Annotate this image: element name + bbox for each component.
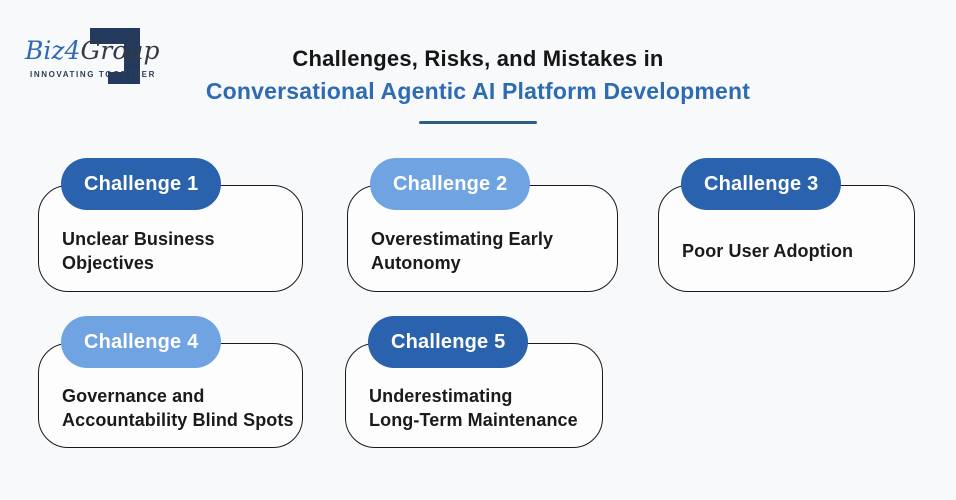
brand-name-dark: Group bbox=[80, 36, 160, 65]
challenge-1-badge: Challenge 1 bbox=[61, 158, 222, 210]
title-line-2: Conversational Agentic AI Platform Devel… bbox=[205, 78, 751, 104]
brand-logo: Biz4Group INNOVATING TOGETHER bbox=[20, 12, 170, 90]
challenge-card-5: Challenge 5 Underestimating Long-Term Ma… bbox=[345, 316, 603, 448]
page-title: Challenges, Risks, and Mistakes in Conve… bbox=[0, 46, 956, 124]
title-line-1: Challenges, Risks, and Mistakes in bbox=[292, 46, 664, 71]
brand-name: Biz4Group bbox=[25, 38, 160, 63]
challenge-2-badge: Challenge 2 bbox=[370, 158, 531, 210]
brand-tagline: INNOVATING TOGETHER bbox=[30, 70, 156, 79]
challenge-3-label: Poor User Adoption bbox=[682, 240, 854, 261]
challenge-1-label: Unclear Business Objectives bbox=[62, 229, 215, 273]
challenge-5-badge: Challenge 5 bbox=[368, 316, 529, 368]
logo-bracket-icon bbox=[124, 28, 140, 84]
brand-name-blue: Biz4 bbox=[25, 36, 81, 65]
challenge-card-1: Challenge 1 Unclear Business Objectives bbox=[38, 158, 303, 292]
challenge-5-label: Underestimating Long-Term Maintenance bbox=[369, 386, 578, 430]
challenge-card-3: Challenge 3 Poor User Adoption bbox=[658, 158, 915, 292]
challenge-card-2: Challenge 2 Overestimating Early Autonom… bbox=[347, 158, 618, 292]
title-underline bbox=[419, 121, 537, 124]
challenge-4-badge: Challenge 4 bbox=[61, 316, 222, 368]
challenge-4-label: Governance and Accountability Blind Spot… bbox=[62, 386, 294, 430]
challenge-3-badge: Challenge 3 bbox=[681, 158, 842, 210]
challenge-2-label: Overestimating Early Autonomy bbox=[371, 229, 554, 273]
logo-bracket-icon bbox=[108, 72, 140, 84]
challenge-card-4: Challenge 4 Governance and Accountabilit… bbox=[38, 316, 303, 448]
